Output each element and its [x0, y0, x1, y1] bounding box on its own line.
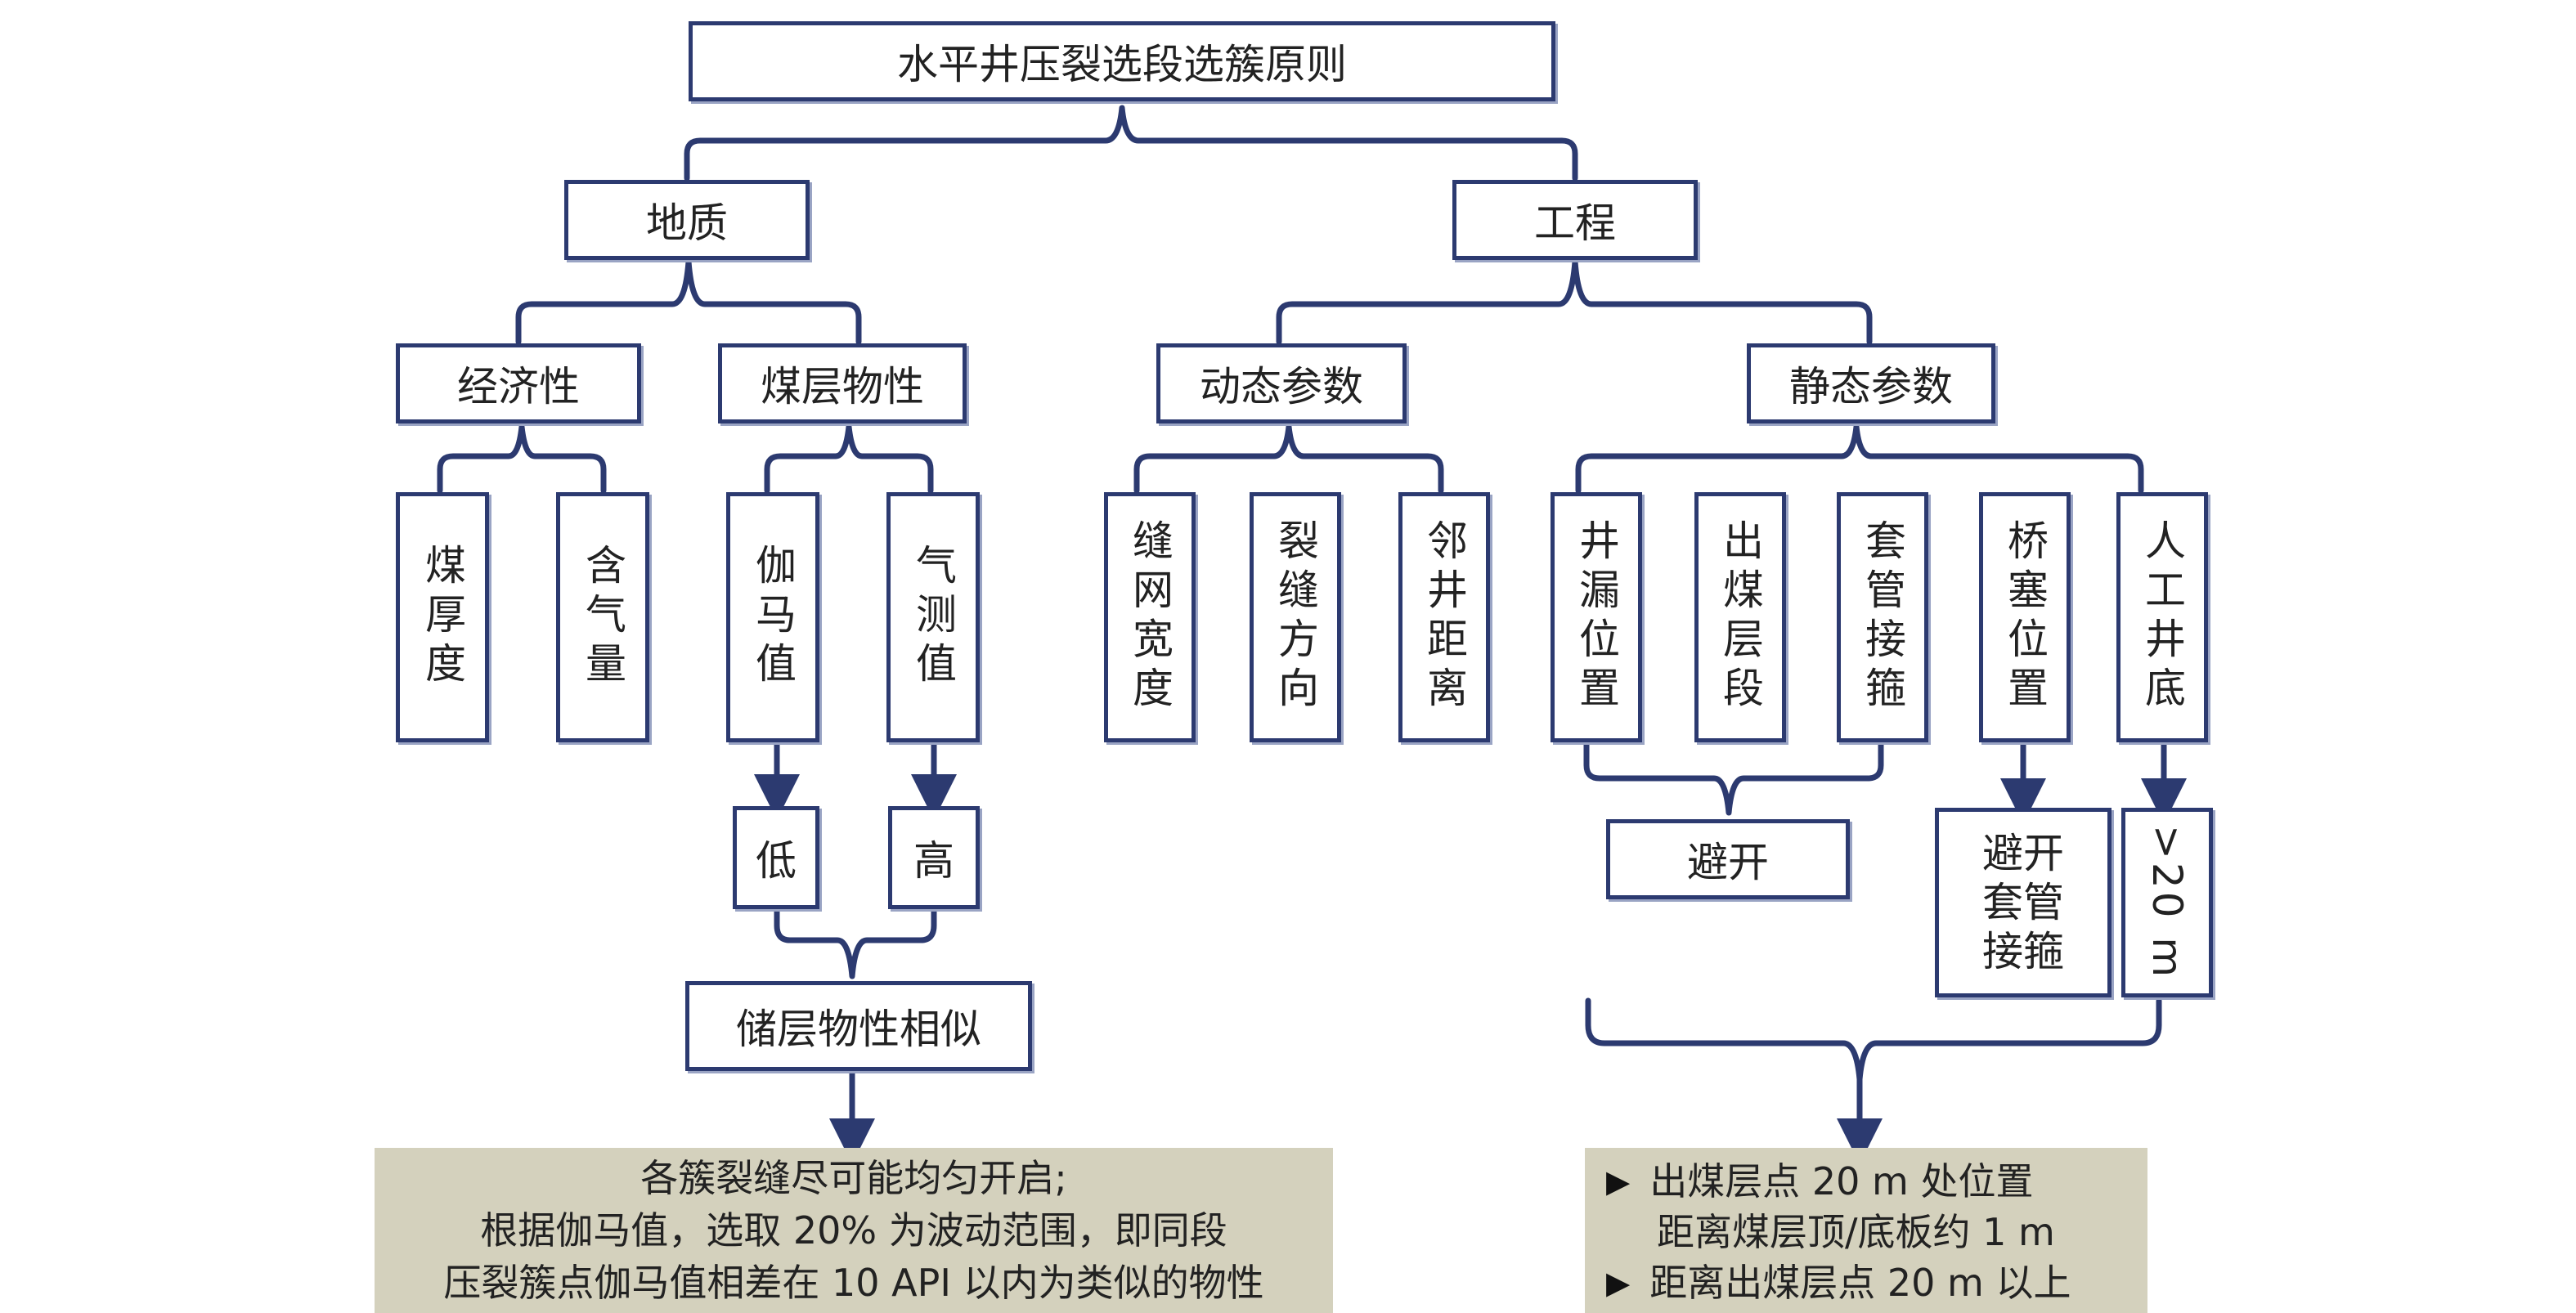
- casing-collar-box: 套管接箍: [1837, 492, 1928, 742]
- coal-properties-box: 煤层物性: [718, 343, 967, 423]
- left-note: 各簇裂缝尽可能均匀开启; 根据伽马值，选取 20% 为波动范围，即同段 压裂簇点…: [375, 1148, 1333, 1313]
- brace-economics: [437, 423, 607, 494]
- fracture-width-label: 缝网宽度: [1126, 519, 1174, 715]
- dynamic-params-label: 动态参数: [1200, 363, 1363, 410]
- bridge-plug-position-label: 桥塞位置: [2001, 519, 2049, 715]
- right-note: ▶ 出煤层点 20 m 处位置 距离煤层顶/底板约 1 m ▶ 距离出煤层点 2…: [1585, 1148, 2147, 1313]
- static-params-box: 静态参数: [1747, 343, 1995, 423]
- coal-exit-section-label: 出煤层段: [1717, 519, 1764, 715]
- avoid-box: 避开: [1606, 819, 1850, 899]
- avoid-casing-collar-line-3: 接箍: [1982, 928, 2064, 975]
- low-box: 低: [733, 806, 819, 909]
- static-params-label: 静态参数: [1789, 363, 1953, 410]
- engineering-box: 工程: [1452, 180, 1698, 260]
- title-box: 水平井压裂选段选簇原则: [689, 21, 1555, 101]
- right-note-bullet-2: ▶ 距离出煤层点 20 m 以上: [1606, 1257, 2147, 1308]
- economics-box: 经济性: [396, 343, 641, 423]
- fracture-direction-label: 裂缝方向: [1272, 519, 1319, 715]
- coal-thickness-box: 煤厚度: [396, 492, 489, 742]
- gas-log-value-label: 气测值: [909, 544, 957, 691]
- avoid-label: 避开: [1687, 839, 1769, 886]
- avoid-casing-collar-line-1: 避开: [1982, 830, 2064, 877]
- economics-label: 经济性: [457, 363, 580, 410]
- artificial-bottom-box: 人工井底: [2116, 492, 2208, 742]
- low-label: 低: [756, 837, 797, 885]
- right-note-bullet-1: ▶ 出煤层点 20 m 处位置: [1606, 1156, 2147, 1207]
- coal-thickness-label: 煤厚度: [419, 544, 466, 691]
- casing-collar-label: 套管接箍: [1859, 519, 1906, 715]
- diagram-title: 水平井压裂选段选簇原则: [897, 41, 1347, 88]
- offset-well-distance-box: 邻井距离: [1398, 492, 1490, 742]
- brace-low-high: [774, 906, 937, 979]
- bridge-plug-position-box: 桥塞位置: [1979, 492, 2071, 742]
- gas-content-label: 含气量: [579, 544, 626, 691]
- right-note-line-1: 出煤层点 20 m 处位置: [1649, 1159, 2034, 1203]
- leak-position-box: 井漏位置: [1551, 492, 1642, 742]
- brace-engineering: [1276, 258, 1873, 345]
- artificial-bottom-label: 人工井底: [2138, 519, 2186, 715]
- geology-label: 地质: [646, 199, 728, 247]
- similar-reservoir-box: 储层物性相似: [685, 981, 1032, 1071]
- brace-right-bottom: [1585, 997, 2162, 1082]
- gamma-value-box: 伽马值: [726, 492, 819, 742]
- avoid-casing-collar-line-2: 套管: [1982, 879, 2064, 926]
- fracture-width-box: 缝网宽度: [1104, 492, 1196, 742]
- brace-title: [684, 105, 1578, 181]
- similar-reservoir-label: 储层物性相似: [736, 1006, 981, 1053]
- coal-exit-section-box: 出煤层段: [1694, 492, 1786, 742]
- brace-coal-properties: [764, 423, 934, 494]
- offset-well-distance-label: 邻井距离: [1420, 519, 1468, 715]
- gamma-value-label: 伽马值: [749, 544, 797, 691]
- coal-properties-label: 煤层物性: [761, 363, 924, 410]
- fracture-direction-box: 裂缝方向: [1250, 492, 1341, 742]
- brace-avoid: [1583, 739, 1884, 816]
- over-20m-box: >20 m: [2121, 808, 2213, 997]
- high-label: 高: [913, 837, 954, 885]
- right-note-line-2: 距离煤层顶/底板约 1 m: [1657, 1210, 2055, 1254]
- bullet-triangle-icon: ▶: [1606, 1163, 1631, 1199]
- high-box: 高: [888, 806, 980, 909]
- leak-position-label: 井漏位置: [1573, 519, 1620, 715]
- over-20m-label: >20 m: [2143, 824, 2191, 981]
- avoid-casing-collar-box: 避开 套管 接箍: [1935, 808, 2112, 997]
- left-note-line-2: 根据伽马值，选取 20% 为波动范围，即同段: [480, 1208, 1227, 1253]
- gas-content-box: 含气量: [556, 492, 649, 742]
- left-note-line-1: 各簇裂缝尽可能均匀开启;: [640, 1156, 1067, 1200]
- right-note-line-3: 距离出煤层点 20 m 以上: [1649, 1261, 2071, 1305]
- brace-static: [1575, 423, 2144, 494]
- gas-log-value-box: 气测值: [886, 492, 980, 742]
- engineering-label: 工程: [1534, 199, 1616, 247]
- dynamic-params-box: 动态参数: [1156, 343, 1407, 423]
- brace-dynamic: [1133, 423, 1444, 494]
- left-note-line-3: 压裂簇点伽马值相差在 10 API 以内为类似的物性: [443, 1261, 1264, 1305]
- brace-geology: [515, 258, 862, 345]
- geology-box: 地质: [564, 180, 810, 260]
- bullet-triangle-icon: ▶: [1606, 1265, 1631, 1301]
